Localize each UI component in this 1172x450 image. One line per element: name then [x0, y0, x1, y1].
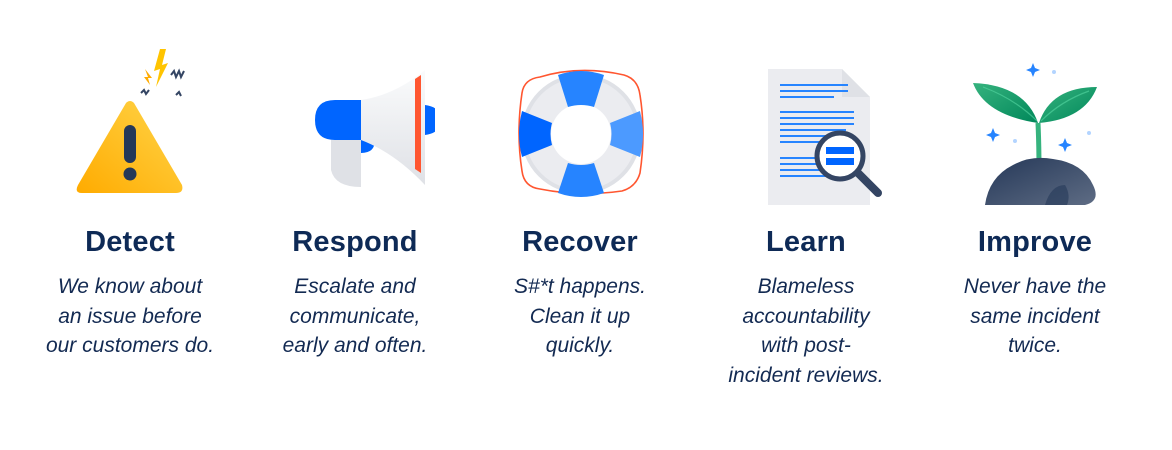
description-line: S#*t happens. — [514, 275, 646, 298]
description-line: our customers do. — [45, 334, 215, 357]
sprout-icon — [955, 45, 1115, 210]
warning-icon — [50, 45, 210, 210]
description-line: Never have the — [963, 275, 1107, 298]
stage-detect: Detect We know about an issue before our… — [20, 0, 240, 450]
description-line: early and often. — [282, 334, 428, 357]
stage-improve: Improve Never have the same incident twi… — [925, 0, 1145, 450]
stage-title: Improve — [977, 226, 1093, 258]
description-line: incident reviews. — [728, 363, 884, 387]
stage-learn: Learn Blameless accountability with post… — [696, 0, 916, 450]
description-line: same incident — [970, 304, 1100, 328]
megaphone-icon — [275, 45, 435, 210]
stage-recover: Recover S#*t happens. Clean it up quickl… — [470, 0, 690, 450]
stage-title: Detect — [85, 226, 175, 258]
description-line: twice. — [1008, 334, 1062, 357]
description-line: We know about — [57, 275, 203, 298]
stage-respond: Respond Escalate and communicate, early … — [245, 0, 465, 450]
stage-title: Recover — [522, 226, 638, 258]
description-line: with post- — [761, 334, 851, 357]
description-line: Escalate and — [294, 275, 416, 298]
stage-title: Learn — [766, 226, 846, 258]
life-ring-icon — [500, 45, 660, 210]
stage-description: We know about an issue before our custom… — [10, 272, 250, 361]
description-line: accountability — [742, 304, 870, 328]
stage-description: Escalate and communicate, early and ofte… — [235, 272, 475, 361]
description-line: Clean it up — [529, 304, 631, 328]
stage-title: Respond — [292, 226, 418, 258]
description-line: Blameless — [757, 275, 855, 298]
document-search-icon — [726, 45, 886, 210]
description-line: quickly. — [545, 334, 615, 357]
description-line: an issue before — [58, 304, 202, 328]
stage-description: S#*t happens. Clean it up quickly. — [460, 272, 700, 361]
stage-description: Never have the same incident twice. — [915, 272, 1155, 361]
description-line: communicate, — [289, 304, 421, 328]
stage-description: Blameless accountability with post- inci… — [686, 272, 926, 390]
